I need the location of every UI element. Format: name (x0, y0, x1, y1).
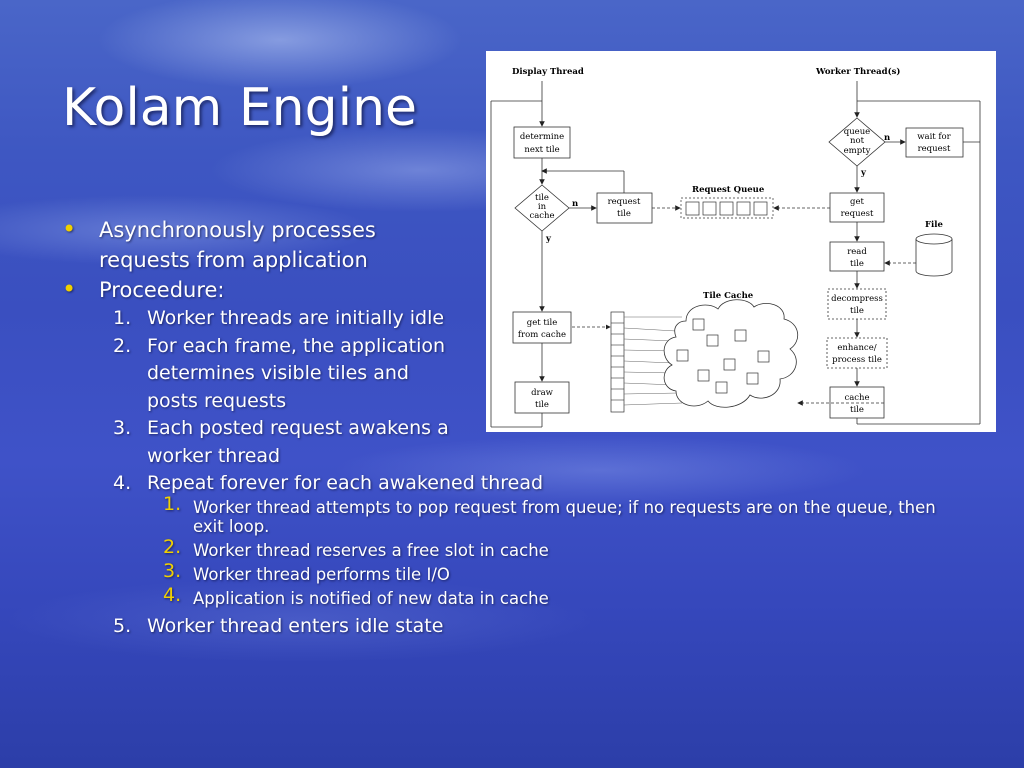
substep-text: Worker thread attempts to pop request fr… (193, 497, 936, 536)
substep-text: Worker thread reserves a free slot in ca… (193, 540, 549, 560)
step-item: 1. Worker threads are initially idle (62, 305, 962, 333)
svg-text:read: read (847, 247, 867, 257)
step-text: Each posted request awakens a worker thr… (147, 417, 449, 467)
bullet-item: • Proceedure: (62, 275, 429, 305)
step-text: Worker threads are initially idle (147, 307, 445, 329)
file-label: File (925, 220, 943, 230)
request-queue-label: Request Queue (692, 185, 765, 195)
decompress-tile-box: decompress tile (827, 288, 887, 320)
svg-text:tile: tile (535, 400, 549, 410)
svg-text:from cache: from cache (518, 330, 566, 340)
substep-number: 2. (163, 535, 182, 558)
svg-text:queue: queue (844, 127, 870, 137)
substep-item: 2. Worker thread reserves a free slot in… (62, 535, 962, 560)
request-queue (680, 197, 774, 219)
svg-text:draw: draw (531, 388, 554, 398)
bullet-item: • Asynchronously processes requests from… (62, 215, 429, 275)
cache-slot-column (610, 311, 625, 413)
step-text: For each frame, the application determin… (147, 334, 446, 412)
substep-text: Worker thread performs tile I/O (193, 564, 450, 584)
worker-threads-header: Worker Thread(s) (815, 66, 900, 77)
substep-item: 3. Worker thread performs tile I/O (62, 559, 962, 584)
svg-text:get: get (850, 197, 864, 207)
tile-cache-label: Tile Cache (703, 291, 754, 301)
svg-text:request: request (841, 209, 874, 219)
bullet-icon: • (62, 275, 77, 303)
svg-text:request: request (918, 144, 951, 154)
get-tile-from-cache-box: get tile from cache (512, 311, 572, 344)
determine-next-tile-box: determine next tile (513, 126, 571, 159)
step-item: 3. Each posted request awakens a worker … (62, 415, 962, 470)
svg-text:tile: tile (850, 259, 864, 269)
svg-text:tile: tile (850, 405, 864, 415)
step-number: 4. (113, 472, 132, 494)
svg-text:tile: tile (617, 209, 631, 219)
step-text: Worker thread enters idle state (147, 614, 444, 637)
substep-item: 1. Worker thread attempts to pop request… (62, 492, 962, 536)
substep-number: 3. (163, 559, 182, 582)
enhance-process-tile-box: enhance/ process tile (826, 337, 888, 369)
get-request-box: get request (829, 192, 885, 223)
slide-body: • Asynchronously processes requests from… (62, 215, 962, 640)
tile-in-cache-decision: tile in cache (514, 184, 570, 232)
bullet-text: Asynchronously processes requests from a… (99, 218, 376, 272)
read-tile-box: read tile (829, 241, 885, 272)
svg-text:wait for: wait for (917, 132, 951, 142)
flow-diagram: Display Thread Worker Thread(s) determin… (486, 51, 996, 432)
tile-cache-cloud (663, 299, 798, 408)
svg-text:process tile: process tile (832, 355, 882, 365)
step-item: 2. For each frame, the application deter… (62, 333, 962, 416)
flow-diagram-svg: Display Thread Worker Thread(s) determin… (490, 66, 981, 428)
svg-text:in: in (538, 202, 547, 212)
svg-text:decompress: decompress (831, 294, 883, 304)
yes-label: y (860, 168, 867, 178)
no-label: n (572, 199, 578, 209)
svg-text:tile: tile (850, 306, 864, 316)
step-item: 4. Repeat forever for each awakened thre… (62, 470, 962, 498)
svg-text:tile: tile (535, 193, 549, 203)
svg-text:get tile: get tile (527, 318, 557, 328)
substep-item: 4. Application is notified of new data i… (62, 583, 962, 608)
svg-text:not: not (850, 136, 865, 146)
svg-text:enhance/: enhance/ (837, 343, 876, 353)
svg-text:cache: cache (844, 393, 869, 403)
bullet-icon: • (62, 215, 77, 243)
svg-text:determine: determine (520, 132, 564, 142)
step-text: Repeat forever for each awakened thread (147, 472, 544, 494)
wait-for-request-box: wait for request (905, 127, 964, 158)
file-cylinder (915, 233, 953, 277)
svg-text:request: request (608, 197, 641, 207)
bullet-text: Proceedure: (99, 278, 225, 302)
cache-tile-box: cache tile (829, 386, 885, 419)
substep-number: 4. (163, 583, 182, 606)
request-tile-box: request tile (596, 192, 653, 224)
display-thread-header: Display Thread (512, 67, 584, 77)
svg-text:empty: empty (844, 146, 871, 156)
step-number: 2. (113, 334, 132, 357)
step-number: 5. (113, 614, 132, 637)
svg-text:next tile: next tile (524, 145, 559, 155)
svg-text:cache: cache (529, 211, 554, 221)
step-item: 5. Worker thread enters idle state (62, 613, 962, 641)
yes-label: y (545, 234, 552, 244)
draw-tile-box: draw tile (514, 381, 570, 414)
step-number: 3. (113, 417, 132, 439)
slide-title: Kolam Engine (62, 78, 418, 138)
step-number: 1. (113, 307, 132, 329)
no-label: n (884, 133, 890, 143)
substep-number: 1. (163, 492, 182, 515)
substep-text: Application is notified of new data in c… (193, 588, 549, 608)
queue-not-empty-decision: queue not empty (828, 117, 886, 167)
